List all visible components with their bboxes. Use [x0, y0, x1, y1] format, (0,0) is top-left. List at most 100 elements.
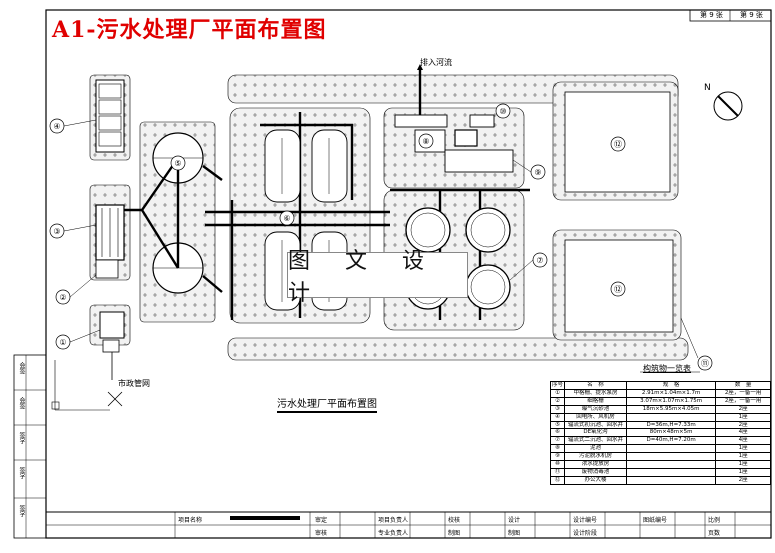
- legend-cell: ⑧: [549, 444, 566, 454]
- legend-cell: 2座，一备一用: [715, 388, 771, 398]
- title-block-label: 页数: [708, 530, 721, 537]
- sheet-total: 第 9 张: [740, 11, 763, 19]
- legend-cell: D=40m,H=7.20m: [625, 436, 717, 446]
- legend-cell: ⑨: [549, 452, 566, 462]
- building-label: ⑧: [422, 137, 429, 146]
- legend-cell: 1座: [715, 452, 771, 462]
- title-block-label: 设计编号: [573, 517, 598, 524]
- legend-cell: 辐流式初沉池、回水井: [564, 420, 627, 430]
- side-signoff-label: 会签: [18, 397, 25, 409]
- title-block-label: 图纸编号: [643, 517, 668, 524]
- title-block-label: 项目负责人: [378, 517, 409, 524]
- legend-cell: 浓水提放房: [564, 460, 627, 469]
- legend-cell: 1座: [715, 460, 771, 469]
- title-block-label: 校核: [448, 517, 461, 524]
- legend-cell: ⑦: [549, 436, 566, 446]
- title-block-label: 制图: [508, 530, 521, 537]
- legend-cell: 污泥脱水机房: [564, 452, 627, 462]
- building-label: ①: [59, 338, 66, 347]
- drawing-caption: 污水处理厂平面布置图: [277, 395, 377, 413]
- legend-cell: ④: [549, 412, 566, 422]
- side-signoff-label: 签字: [18, 505, 25, 517]
- legend-cell: 1座: [715, 467, 771, 477]
- legend-cell: 80m×48m×5m: [625, 428, 717, 438]
- title-block-label: 设计阶段: [573, 530, 598, 537]
- legend-cell: ⑪: [549, 467, 566, 477]
- legend-cell: 中格栅、提水泵房: [564, 388, 627, 398]
- building-label: ⑪: [701, 359, 709, 368]
- legend-cell: [625, 412, 717, 422]
- legend-cell: 2.91m×1.04m×1.7m: [625, 388, 717, 398]
- municipal-pipe-label: 市政管网: [118, 379, 150, 388]
- legend-cell: 3.07m×1.07m×1.75m: [625, 396, 717, 406]
- legend-cell: [625, 444, 717, 454]
- title-block-label: 专业负责人: [378, 530, 409, 537]
- legend-cell: 回电所、风机房: [564, 412, 627, 422]
- legend-cell: 废物消毒池: [564, 467, 627, 477]
- legend-cell: 细格栅: [564, 396, 627, 406]
- legend-cell: ⑫: [549, 475, 566, 485]
- legend-cell: 2座: [715, 404, 771, 414]
- title-block-label: 设计: [508, 517, 521, 524]
- legend-cell: 4座: [715, 428, 771, 438]
- legend-cell: 曝气沉砂池: [564, 404, 627, 414]
- page-title: A1-污水处理厂平面布置图: [52, 17, 327, 43]
- legend-cell: DE氧化沟: [564, 428, 627, 438]
- building-label: ⑫: [614, 285, 622, 294]
- building-label: ⑥: [283, 214, 290, 223]
- legend-cell: [625, 460, 717, 469]
- legend-cell: 2座: [715, 475, 771, 485]
- legend-cell: ②: [549, 396, 566, 406]
- title-block-label: 审定: [315, 517, 328, 524]
- legend-header-cell: 序号: [549, 381, 566, 390]
- side-signoff-label: 签字: [18, 467, 25, 479]
- legend-cell: 2座: [715, 420, 771, 430]
- legend-header-row: 序号名 称规 格数 量: [549, 381, 771, 390]
- title-block-label: 制图: [448, 530, 461, 537]
- legend-header-cell: 规 格: [625, 381, 717, 390]
- project-name-label: 项目名称: [178, 517, 203, 524]
- legend-cell: 办公大楼: [564, 475, 627, 485]
- legend-cell: [625, 452, 717, 462]
- legend-cell: 2座，一备一用: [715, 396, 771, 406]
- building-label: ⑩: [499, 107, 506, 116]
- legend-cell: ⑥: [549, 428, 566, 438]
- legend-cell: 泥池: [564, 444, 627, 454]
- watermark-overlay: 图 文 设 计: [287, 249, 468, 306]
- building-label: ③: [53, 227, 60, 236]
- legend-header-cell: 名 称: [564, 381, 627, 390]
- building-label: ⑦: [536, 256, 543, 265]
- side-signoff-label: 会签: [18, 362, 25, 374]
- legend-cell: [625, 475, 717, 485]
- legend-cell: 1座: [715, 412, 771, 422]
- building-label: ⑤: [174, 159, 181, 168]
- legend-cell: D=36m,H=7.33m: [625, 420, 717, 430]
- svg-text:N: N: [704, 83, 711, 93]
- legend-cell: ①: [549, 388, 566, 398]
- building-label: ⑨: [534, 168, 541, 177]
- title-block-label: 审核: [315, 530, 328, 537]
- legend-cell: 辐流式二沉池、回水井: [564, 436, 627, 446]
- legend-caption: 构筑物一览表: [643, 364, 691, 373]
- title-block-label: 比例: [708, 517, 721, 524]
- legend-cell: 1座: [715, 444, 771, 454]
- river-outlet-label: 排入河流: [420, 58, 452, 67]
- legend-cell: ⑩: [549, 460, 566, 469]
- legend-cell: 4座: [715, 436, 771, 446]
- building-label: ④: [53, 122, 60, 131]
- building-label: ⑫: [614, 140, 622, 149]
- legend-header-cell: 数 量: [715, 381, 771, 390]
